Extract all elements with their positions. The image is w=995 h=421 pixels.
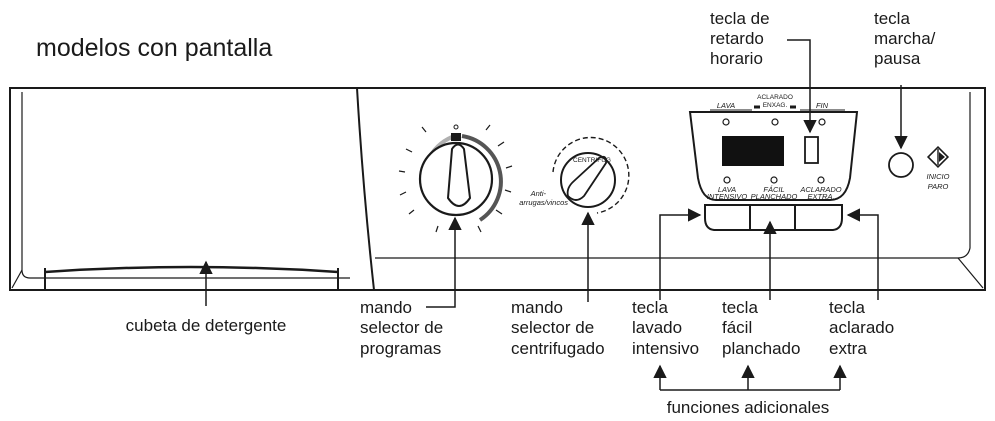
easy-iron-line-3: planchado: [722, 339, 800, 358]
start-label-1: INICIO: [927, 172, 950, 181]
program-selector-line-3: programas: [360, 339, 441, 358]
phase-fin-label: FIN: [816, 101, 829, 110]
dial-indicator: [451, 133, 461, 141]
spin-selector-line-3: centrifugado: [511, 339, 605, 358]
easy-iron-line-1: tecla: [722, 298, 758, 317]
phase-rinse-label-2: ENXAG.: [763, 102, 788, 109]
opt-extra-rinse-label-2: EXTRA.: [807, 192, 834, 201]
detergent-drawer-handle: [44, 265, 339, 274]
intensive-led: [723, 176, 731, 184]
detergent-drawer-label: cubeta de detergente: [126, 316, 287, 335]
display-frame: [688, 111, 859, 201]
program-selector-line-1: mando: [360, 298, 412, 317]
opt-extra-rinse-label-1: ACLARADO: [799, 185, 841, 194]
delay-key[interactable]: [804, 136, 819, 164]
extra-rinse-line-2: aclarado: [829, 318, 894, 337]
rinse-led: [771, 118, 779, 126]
leader-extra-rinse: [846, 208, 879, 300]
extra-rinse-key-label: tecla aclarado extra: [829, 298, 894, 358]
opt-easy-iron-label-1: FÁCIL: [763, 185, 784, 194]
program-dial-knob: [418, 141, 494, 217]
digital-display: [722, 136, 784, 166]
spin-dial-grip: [566, 155, 608, 201]
program-selector-dial[interactable]: [398, 124, 513, 233]
extra-rinse-key[interactable]: [794, 204, 843, 231]
leader-delay: [787, 39, 817, 134]
program-dial-grip: [446, 143, 472, 207]
panel-outline: [9, 87, 986, 291]
opt-easy-iron-label-2: PLANCHADO: [751, 192, 798, 201]
easy-iron-line-2: fácil: [722, 318, 752, 337]
start-pause-key-label: tecla marcha/ pausa: [874, 9, 936, 68]
additional-functions-label: funciones adicionales: [667, 398, 830, 417]
start-pause-line-3: pausa: [874, 49, 921, 68]
extra-rinse-line-3: extra: [829, 339, 867, 358]
dial-arc-dark: [461, 134, 503, 222]
opt-intensive-label-1: LAVA: [718, 185, 736, 194]
phase-rinse-label-1: ACLARADO: [757, 94, 793, 101]
anti-wrinkle-label-1: Anti-: [530, 189, 547, 198]
spin-selector-dial[interactable]: [552, 136, 630, 214]
delay-line-2: retardo: [710, 29, 764, 48]
spin-selector-line-2: selector de: [511, 318, 594, 337]
spin-dial-knob: [560, 152, 616, 208]
page-title: modelos con pantalla: [36, 34, 272, 62]
spin-dial-label: CENTRIFUG: [573, 157, 611, 164]
leader-intensive: [659, 208, 702, 300]
intensive-wash-key[interactable]: [704, 204, 751, 231]
intensive-wash-key-label: tecla lavado intensivo: [632, 298, 699, 358]
spin-selector-line-1: mando: [511, 298, 563, 317]
play-pause-icon: [926, 145, 950, 169]
lava-led: [722, 118, 730, 126]
leader-program-dial: [426, 216, 462, 308]
opt-intensive-label-2: INTENSIVO: [707, 192, 748, 201]
callout-leaders: [199, 39, 908, 391]
fin-led: [818, 118, 826, 126]
intensive-line-1: tecla: [632, 298, 668, 317]
spin-dial-scale: [552, 136, 630, 214]
extra-rinse-line-1: tecla: [829, 298, 865, 317]
panel-divider: [356, 87, 375, 291]
control-panel: [9, 87, 986, 291]
easy-iron-led: [770, 176, 778, 184]
drawer-bevel: [21, 92, 350, 279]
program-selector-line-2: selector de: [360, 318, 443, 337]
delay-line-3: horario: [710, 49, 763, 68]
extra-rinse-led: [817, 176, 825, 184]
delay-key-label: tecla de retardo horario: [710, 9, 770, 68]
phase-lava-label: LAVA: [717, 101, 735, 110]
easy-iron-key[interactable]: [749, 204, 796, 231]
display-module: [688, 105, 859, 201]
start-pause-line-2: marcha/: [874, 29, 936, 48]
start-pause-key[interactable]: [888, 152, 914, 178]
spin-selector-label: mando selector de centrifugado: [511, 298, 605, 358]
easy-iron-key-label: tecla fácil planchado: [722, 298, 800, 358]
delay-line-1: tecla de: [710, 9, 770, 28]
start-pause-area: [888, 145, 950, 178]
start-label-2: PARO: [928, 182, 949, 191]
anti-wrinkle-label-2: arrugas/vincos: [519, 198, 568, 207]
intensive-line-2: lavado: [632, 318, 682, 337]
program-selector-label: mando selector de programas: [360, 298, 443, 358]
intensive-line-3: intensivo: [632, 339, 699, 358]
start-pause-line-1: tecla: [874, 9, 910, 28]
